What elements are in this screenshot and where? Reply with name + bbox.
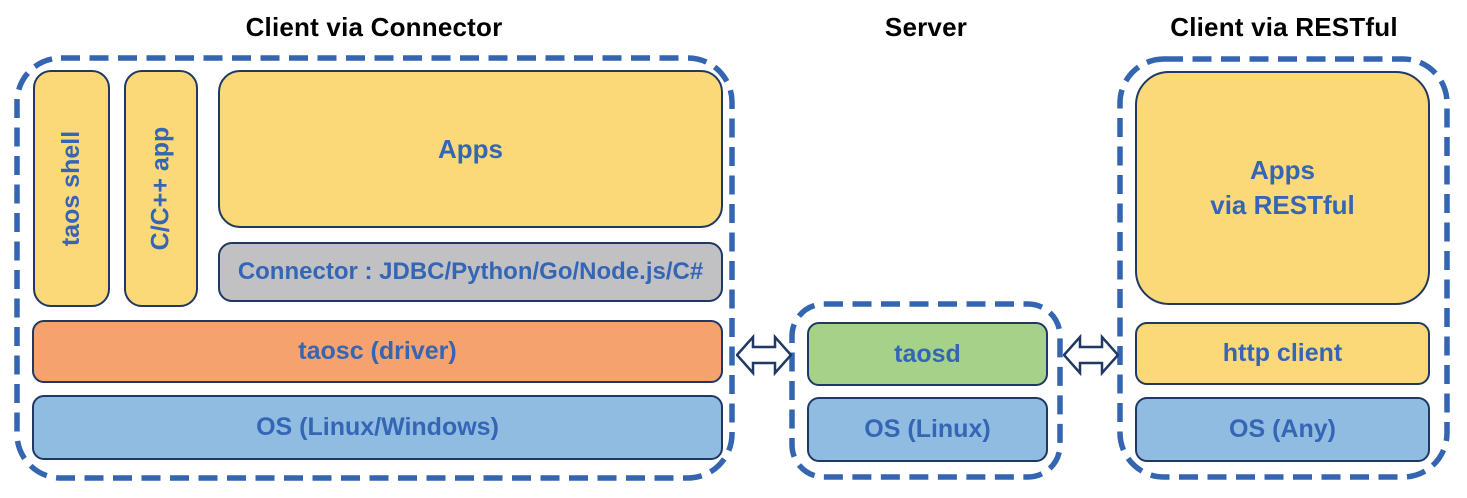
os-linux-label: OS (Linux)	[864, 415, 991, 443]
client-connector-title: Client via Connector	[245, 12, 503, 42]
apps-box: Apps	[218, 70, 723, 228]
server-title: Server	[884, 12, 968, 42]
os-linux-box: OS (Linux)	[807, 397, 1048, 462]
http-client-label: http client	[1222, 339, 1343, 367]
cpp-app-box: C/C++ app	[124, 70, 198, 307]
os-any-box: OS (Any)	[1135, 397, 1430, 462]
taos-shell-label: taos shell	[57, 130, 86, 247]
taosd-label: taosd	[894, 339, 961, 368]
bidirectional-arrow-icon	[736, 333, 792, 377]
connector-label: Connector : JDBC/Python/Go/Node.js/C#	[237, 258, 704, 285]
bidirectional-arrow-icon	[1063, 333, 1119, 377]
taos-shell-box: taos shell	[33, 70, 110, 307]
taosc-driver-box: taosc (driver)	[32, 320, 723, 383]
taosd-box: taosd	[807, 322, 1048, 386]
apps-label: Apps	[438, 133, 503, 164]
taosc-driver-label: taosc (driver)	[298, 337, 457, 365]
apps-via-restful-label-line2: via RESTful	[1210, 190, 1355, 220]
apps-via-restful-box: Apps via RESTful	[1135, 71, 1430, 305]
http-client-box: http client	[1135, 322, 1430, 385]
apps-via-restful-label-line1: Apps	[1250, 154, 1315, 185]
os-linux-windows-label: OS (Linux/Windows)	[256, 413, 499, 441]
client-restful-title: Client via RESTful	[1170, 12, 1398, 42]
cpp-app-label: C/C++ app	[146, 126, 175, 251]
connector-box: Connector : JDBC/Python/Go/Node.js/C#	[218, 242, 723, 302]
os-any-label: OS (Any)	[1229, 415, 1336, 443]
os-linux-windows-box: OS (Linux/Windows)	[32, 395, 723, 460]
